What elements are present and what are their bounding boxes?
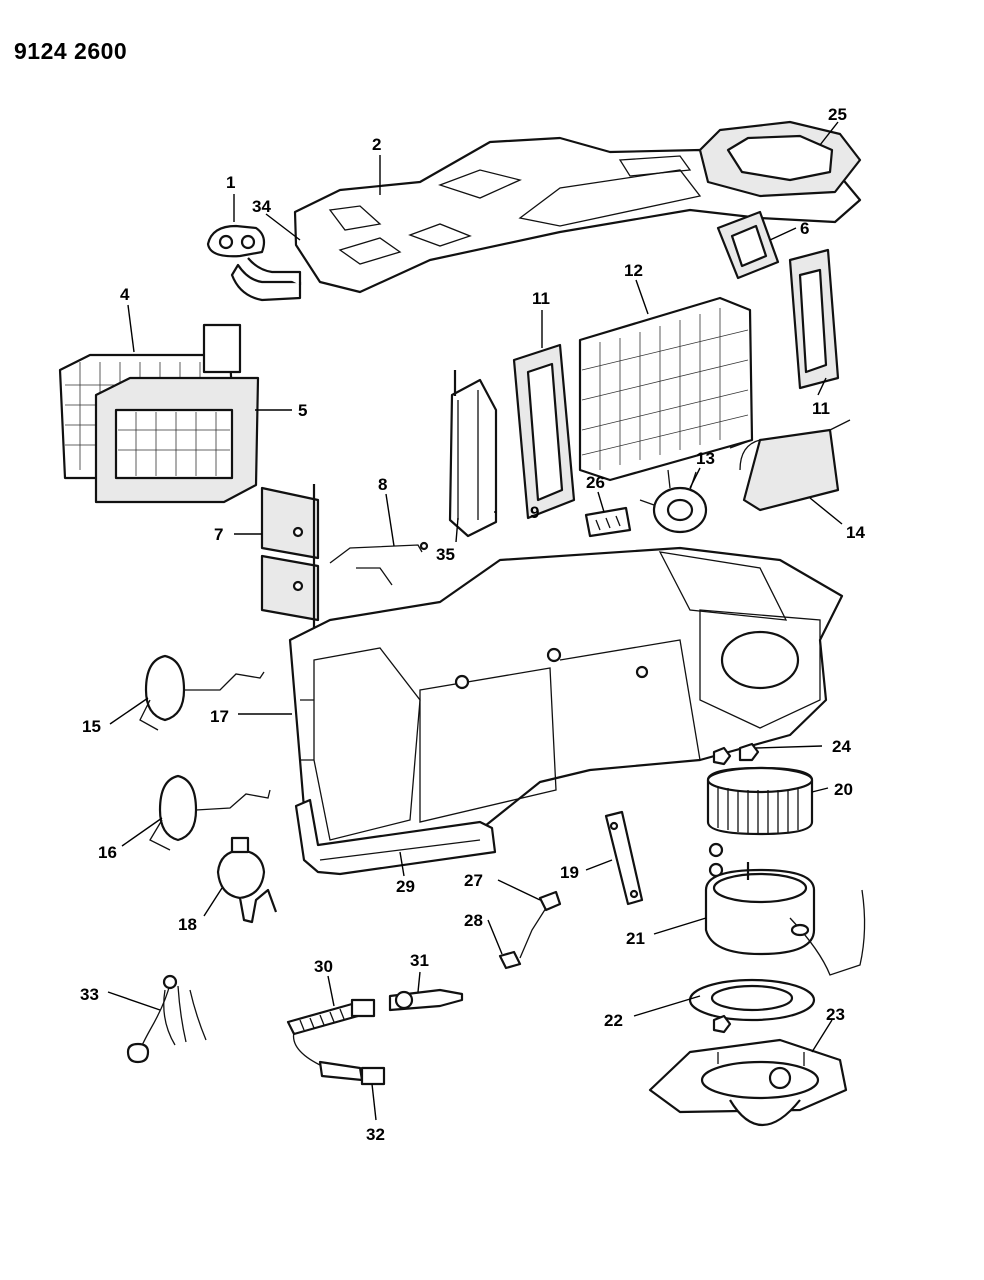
callout-21: 21 (626, 929, 645, 948)
vacuum-actuator-top-part (639, 469, 708, 534)
callout-35: 35 (436, 545, 455, 564)
blower-motor-part (704, 842, 866, 976)
gasket-part (688, 978, 816, 1034)
grommet-part (206, 224, 266, 258)
vacuum-actuator-18-part (216, 836, 278, 924)
callout-12: 12 (624, 261, 643, 280)
door-part (448, 370, 498, 538)
blend-door-part (260, 484, 320, 632)
callout-labels: 1 2 4 5 6 7 8 9 11 11 12 13 14 15 16 17 … (80, 105, 865, 1144)
blower-cover-part (648, 1038, 848, 1126)
nut-24-part (712, 742, 760, 766)
callout-5: 5 (298, 401, 307, 420)
callout-2: 2 (372, 135, 381, 154)
callout-14: 14 (846, 523, 865, 542)
heater-core-part (578, 296, 754, 482)
callout-25: 25 (828, 105, 847, 124)
callout-1: 1 (226, 173, 235, 192)
callout-29: 29 (396, 877, 415, 896)
callout-32: 32 (366, 1125, 385, 1144)
small-seal-part (716, 210, 780, 280)
callout-19: 19 (560, 863, 579, 882)
callout-7: 7 (214, 525, 223, 544)
leader-lines (107, 121, 843, 1121)
callout-33: 33 (80, 985, 99, 1004)
document-id: 9124 2600 (14, 38, 128, 64)
callout-27: 27 (464, 871, 483, 890)
vacuum-actuator-16-part (149, 774, 271, 851)
blower-wheel-part (706, 766, 814, 836)
callout-16: 16 (98, 843, 117, 862)
callout-8: 8 (378, 475, 387, 494)
callout-4: 4 (120, 285, 130, 304)
callout-17: 17 (210, 707, 229, 726)
filter-panel-part (739, 419, 851, 512)
callout-9: 9 (530, 503, 539, 522)
callout-34: 34 (252, 197, 271, 216)
callout-23: 23 (826, 1005, 845, 1024)
wire-harness-part (126, 974, 207, 1064)
callout-6: 6 (800, 219, 809, 238)
callout-31: 31 (410, 951, 429, 970)
connector-part (498, 890, 562, 970)
link-rod-part (329, 541, 429, 586)
callout-26: 26 (586, 473, 605, 492)
foam-seal-ring-part (698, 120, 862, 198)
callout-13: 13 (696, 449, 715, 468)
callout-22: 22 (604, 1011, 623, 1030)
callout-15: 15 (82, 717, 101, 736)
drain-trough-part (294, 798, 497, 876)
callout-28: 28 (464, 911, 483, 930)
callout-18: 18 (178, 915, 197, 934)
bracket-part (604, 810, 644, 906)
evaporator-seal-part (94, 376, 260, 504)
callout-11-right: 11 (812, 399, 830, 418)
sensor-switch-part (286, 988, 464, 1086)
resistor-part (584, 506, 632, 538)
callout-24: 24 (832, 737, 851, 756)
heater-core-seal-right-part (788, 248, 840, 390)
callout-11-left: 11 (532, 289, 550, 308)
vacuum-actuator-15-part (139, 654, 265, 731)
heater-core-seal-left-part (512, 343, 576, 520)
callout-30: 30 (314, 957, 333, 976)
callout-20: 20 (834, 780, 853, 799)
